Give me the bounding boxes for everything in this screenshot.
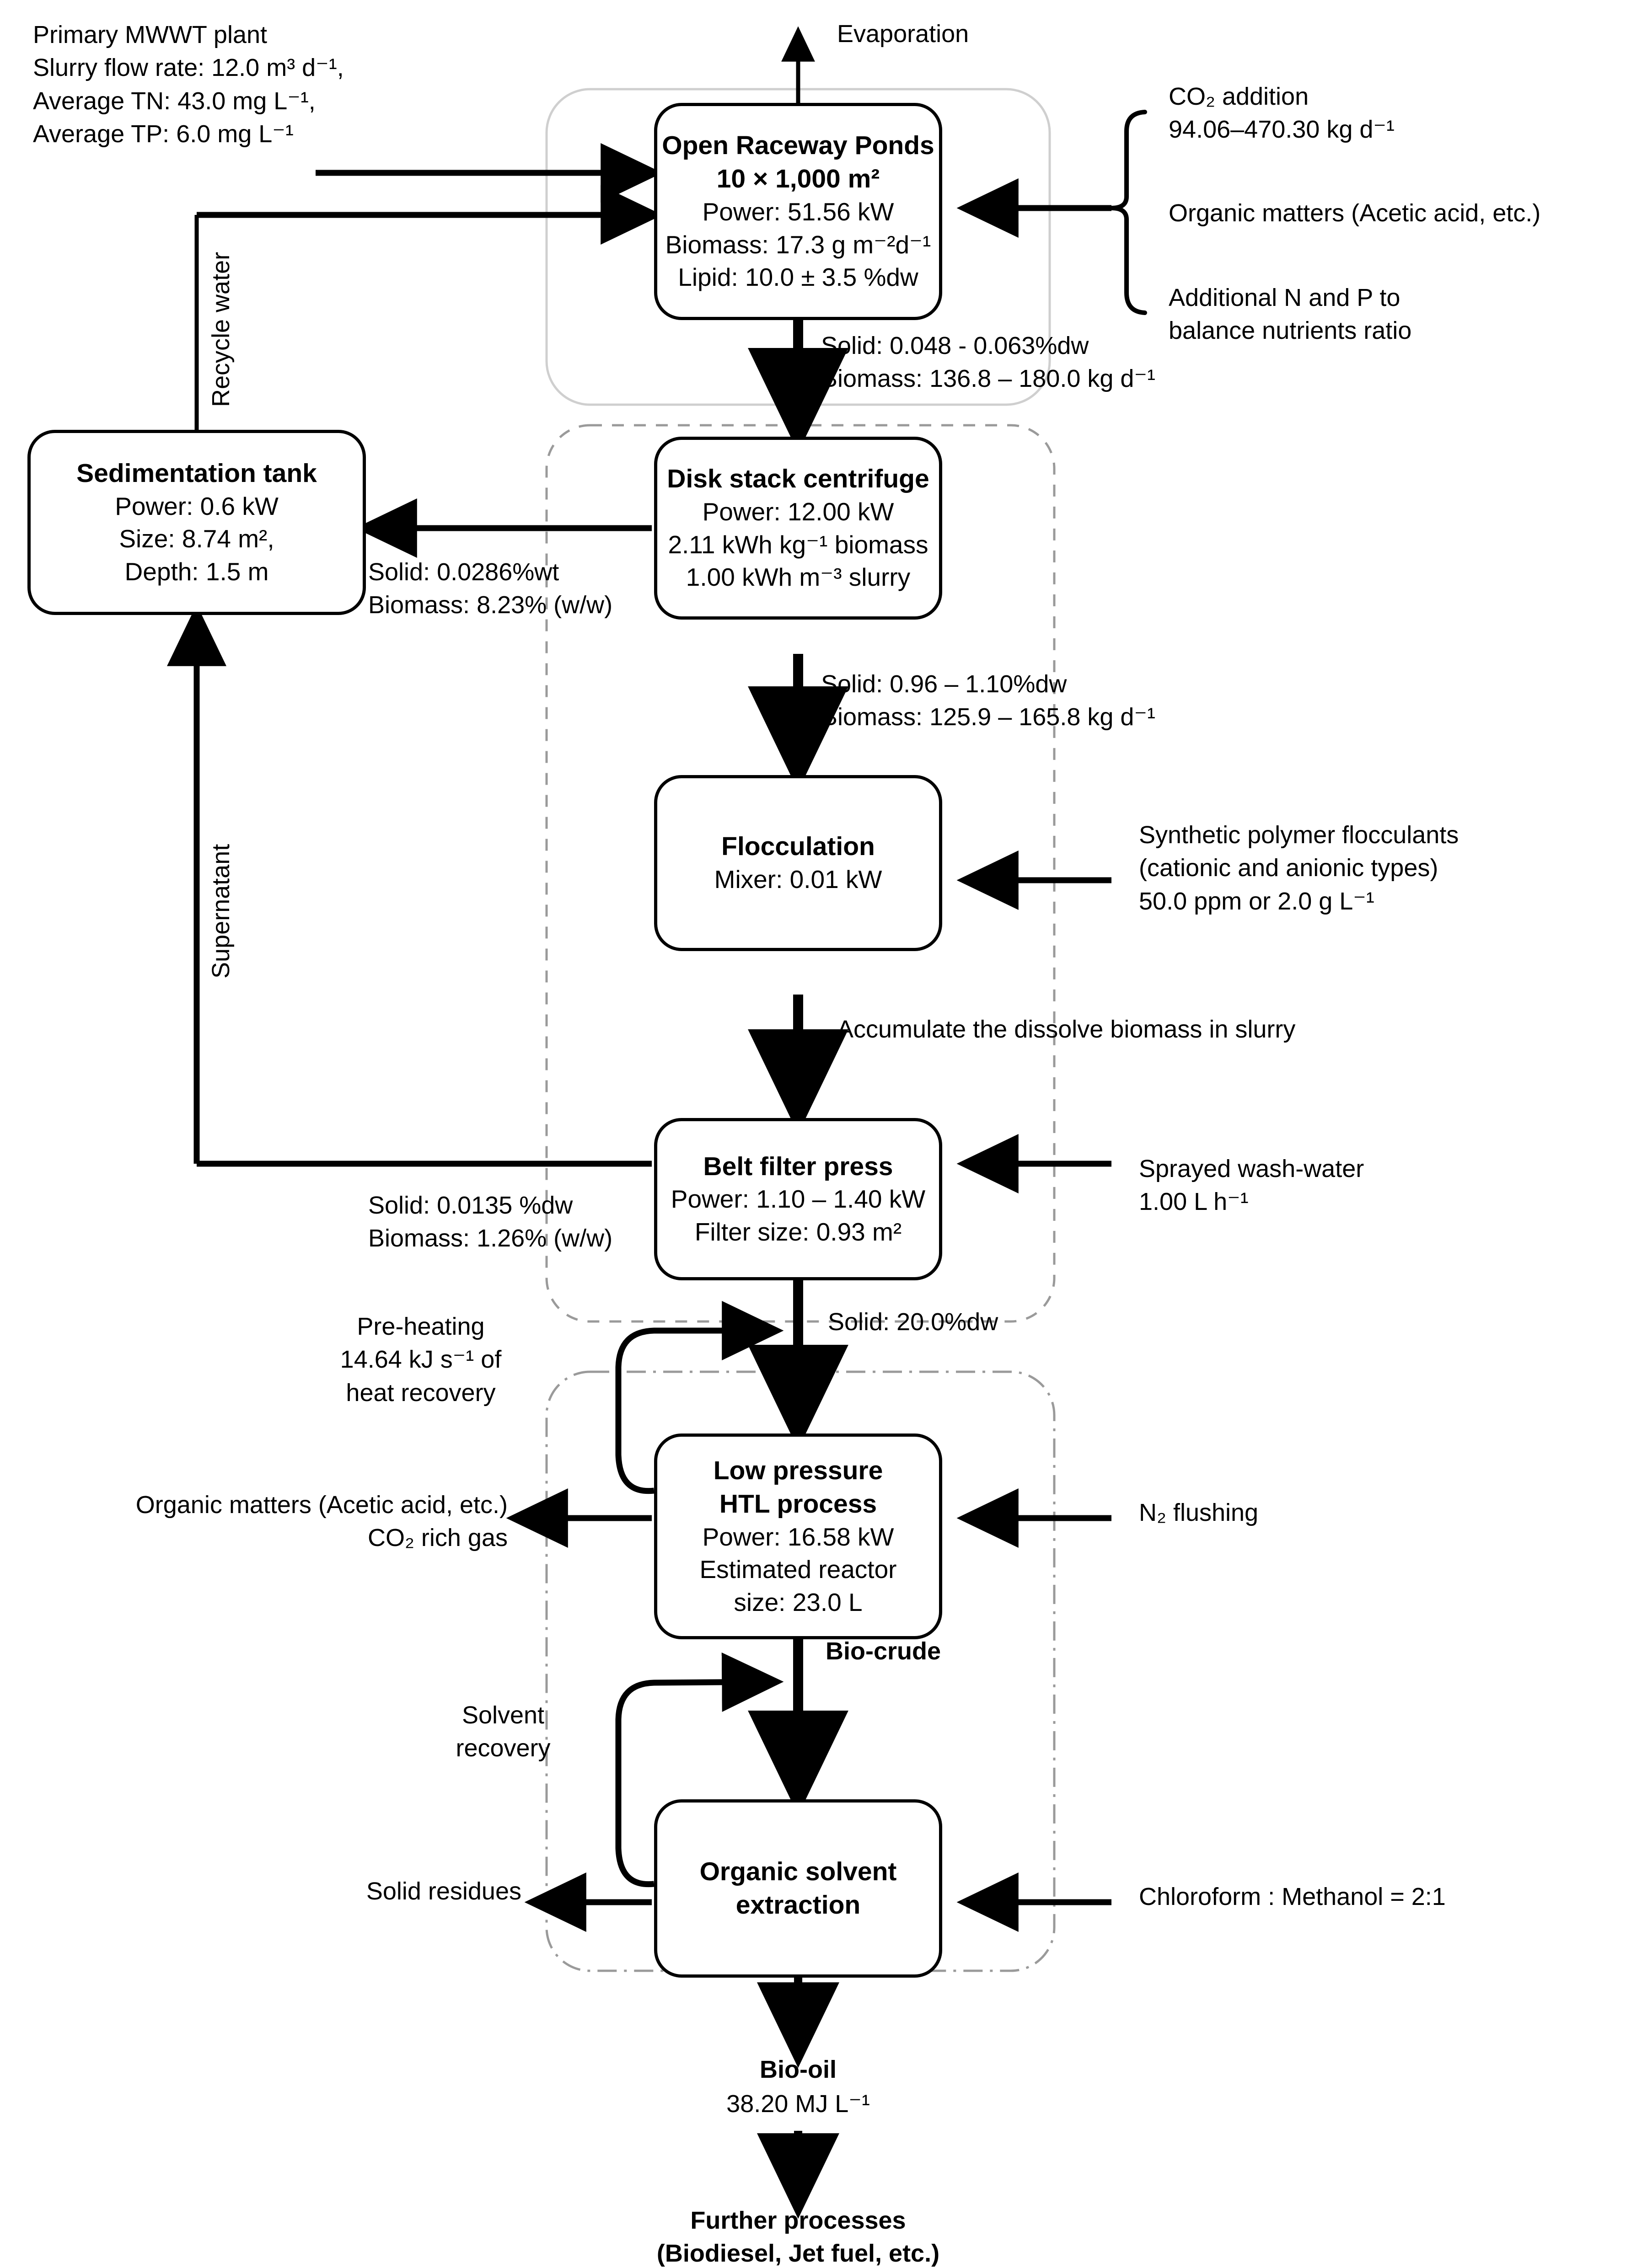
note-bio-oil: Bio-oil bbox=[760, 2056, 837, 2083]
htl-title-line-1: Low pressure bbox=[713, 1455, 883, 1485]
centrifuge-slurry-energy: 1.00 kWh m⁻³ slurry bbox=[686, 563, 911, 592]
note-further-processes: Further processes (Biodiesel, Jet fuel, … bbox=[656, 2207, 940, 2268]
belt-press-title: Belt filter press bbox=[703, 1151, 893, 1181]
orp-title-line-1: Open Raceway Ponds bbox=[662, 131, 934, 160]
note-centrifuge-to-flocculation: Solid: 0.96 – 1.10%dw Biomass: 125.9 – 1… bbox=[821, 670, 1155, 731]
note-feedstock: Primary MWWT plant Slurry flow rate: 12.… bbox=[33, 21, 344, 148]
node-flocculation[interactable]: Flocculation Mixer: 0.01 kW bbox=[654, 775, 942, 951]
extraction-title-line-1: Organic solvent bbox=[699, 1857, 897, 1887]
sedimentation-title: Sedimentation tank bbox=[76, 458, 317, 488]
note-centrifuge-to-sedimentation: Solid: 0.0286%wt Biomass: 8.23% (w/w) bbox=[368, 558, 613, 619]
note-organic-matters-in: Organic matters (Acetic acid, etc.) bbox=[1169, 199, 1541, 227]
note-solid-residues: Solid residues bbox=[366, 1878, 521, 1905]
node-belt-filter-press[interactable]: Belt filter press Power: 1.10 – 1.40 kW … bbox=[654, 1118, 942, 1280]
centrifuge-power: Power: 12.00 kW bbox=[702, 497, 894, 526]
belt-press-filter-size: Filter size: 0.93 m² bbox=[694, 1217, 902, 1246]
note-wash-water: Sprayed wash-water 1.00 L h⁻¹ bbox=[1139, 1155, 1364, 1216]
node-open-raceway-ponds[interactable]: Open Raceway Ponds 10 × 1,000 m² Power: … bbox=[654, 103, 942, 320]
flocculation-title: Flocculation bbox=[721, 832, 875, 861]
note-orp-to-centrifuge: Solid: 0.048 - 0.063%dw Biomass: 136.8 –… bbox=[821, 332, 1155, 393]
note-accumulate-biomass: Accumulate the dissolve biomass in slurr… bbox=[837, 1016, 1296, 1043]
htl-power: Power: 16.58 kW bbox=[702, 1522, 894, 1551]
note-htl-offgas: Organic matters (Acetic acid, etc.) CO₂ … bbox=[135, 1491, 508, 1552]
label-supernatant: Supernatant bbox=[207, 844, 235, 979]
sedimentation-power: Power: 0.6 kW bbox=[115, 492, 279, 520]
arrow-preheating-recovery bbox=[615, 1301, 784, 1494]
note-additional-np: Additional N and P to balance nutrients … bbox=[1169, 284, 1412, 345]
note-preheating: Pre-heating 14.64 kJ s⁻¹ of heat recover… bbox=[340, 1313, 502, 1407]
node-organic-solvent-extraction[interactable]: Organic solvent extraction bbox=[654, 1799, 942, 1978]
node-low-pressure-htl[interactable]: Low pressure HTL process Power: 16.58 kW… bbox=[654, 1434, 942, 1639]
centrifuge-title: Disk stack centrifuge bbox=[667, 464, 929, 494]
flocculation-mixer: Mixer: 0.01 kW bbox=[714, 865, 882, 894]
note-belt-to-sedimentation: Solid: 0.0135 %dw Biomass: 1.26% (w/w) bbox=[368, 1192, 613, 1252]
orp-biomass: Biomass: 17.3 g m⁻²d⁻¹ bbox=[665, 230, 931, 259]
note-evaporation: Evaporation bbox=[837, 20, 969, 48]
arrow-solvent-recovery bbox=[615, 1652, 784, 1888]
note-bio-crude: Bio-crude bbox=[826, 1637, 941, 1665]
htl-reactor-size: size: 23.0 L bbox=[734, 1588, 863, 1616]
htl-reactor-label: Estimated reactor bbox=[699, 1555, 897, 1584]
sedimentation-size: Size: 8.74 m², bbox=[119, 524, 274, 553]
belt-press-power: Power: 1.10 – 1.40 kW bbox=[671, 1185, 926, 1214]
extraction-title-line-2: extraction bbox=[735, 1890, 861, 1920]
orp-power: Power: 51.56 kW bbox=[702, 198, 894, 226]
note-n2-flushing: N₂ flushing bbox=[1139, 1499, 1259, 1526]
orp-lipid: Lipid: 10.0 ± 3.5 %dw bbox=[678, 263, 918, 292]
htl-title-line-2: HTL process bbox=[719, 1489, 877, 1519]
centrifuge-specific-energy: 2.11 kWh kg⁻¹ biomass bbox=[668, 530, 928, 559]
brace-additives bbox=[1111, 110, 1147, 315]
sedimentation-depth: Depth: 1.5 m bbox=[124, 557, 269, 586]
label-recycle-water: Recycle water bbox=[207, 251, 235, 407]
orp-title-line-2: 10 × 1,000 m² bbox=[716, 164, 880, 194]
note-bio-oil-value: 38.20 MJ L⁻¹ bbox=[726, 2090, 870, 2118]
note-co2-addition: CO₂ addition 94.06–470.30 kg d⁻¹ bbox=[1169, 83, 1395, 144]
node-sedimentation-tank[interactable]: Sedimentation tank Power: 0.6 kW Size: 8… bbox=[27, 430, 366, 615]
note-solvent-ratio: Chloroform : Methanol = 2:1 bbox=[1139, 1883, 1446, 1910]
note-flocculants: Synthetic polymer flocculants (cationic … bbox=[1139, 821, 1459, 915]
node-disk-stack-centrifuge[interactable]: Disk stack centrifuge Power: 12.00 kW 2.… bbox=[654, 437, 942, 620]
note-belt-to-htl: Solid: 20.0%dw bbox=[828, 1308, 998, 1336]
note-solvent-recovery: Solvent recovery bbox=[456, 1701, 551, 1762]
